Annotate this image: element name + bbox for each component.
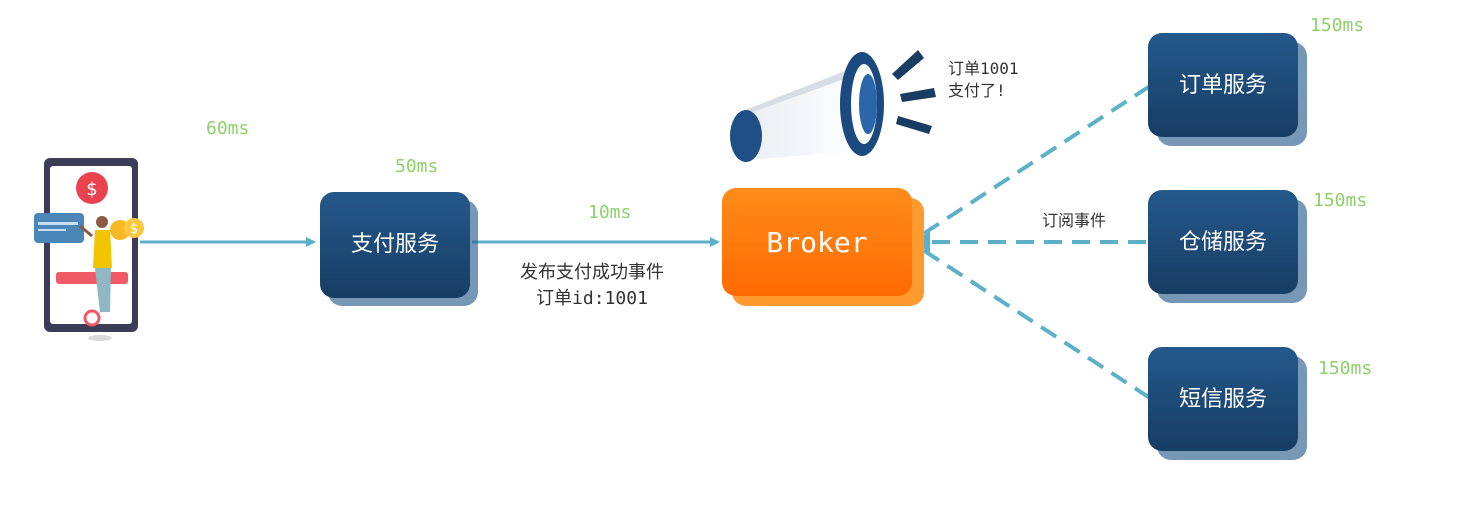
- warehouse-service-timing: 150ms: [1313, 190, 1367, 211]
- order-id-label: 订单id:1001: [536, 288, 648, 309]
- order-subscribe-edge: [918, 84, 1152, 238]
- broker-label: Broker: [766, 226, 867, 259]
- sms-subscribe-edge: [918, 246, 1152, 400]
- phone-payment-user-illustration: $ $: [34, 158, 144, 341]
- order-service-timing: 150ms: [1310, 15, 1364, 36]
- warehouse-service-label: 仓储服务: [1179, 230, 1267, 255]
- order-service-node[interactable]: 订单服务: [1148, 33, 1307, 146]
- announcement-line-2: 支付了!: [948, 81, 1006, 100]
- payment-service-label: 支付服务: [351, 232, 439, 257]
- publish-event-label: 发布支付成功事件: [520, 262, 664, 283]
- warehouse-service-node[interactable]: 仓储服务: [1148, 190, 1307, 303]
- svg-text:$: $: [130, 222, 138, 237]
- subscribe-event-label: 订阅事件: [1042, 211, 1106, 230]
- sms-service-timing: 150ms: [1318, 358, 1372, 379]
- client-timing: 60ms: [206, 118, 249, 139]
- payment-timing: 50ms: [395, 156, 438, 177]
- order-service-label: 订单服务: [1179, 73, 1267, 98]
- svg-text:$: $: [86, 179, 97, 200]
- broker-node[interactable]: Broker: [722, 188, 924, 306]
- announcement-line-1: 订单1001: [948, 59, 1019, 78]
- sms-service-label: 短信服务: [1179, 387, 1267, 412]
- sms-service-node[interactable]: 短信服务: [1148, 347, 1307, 460]
- publish-timing: 10ms: [588, 202, 631, 223]
- subscription-edges: [910, 84, 1152, 400]
- payment-service-node[interactable]: 支付服务: [320, 192, 478, 306]
- megaphone-icon: [730, 50, 936, 162]
